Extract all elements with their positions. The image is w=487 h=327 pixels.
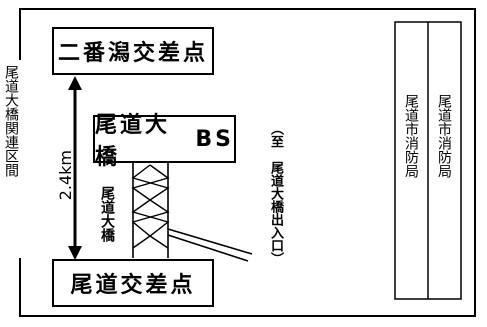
intersection-label-bottom: 尾道交差点	[70, 273, 196, 298]
bus-stop-label: 尾道大橋	[95, 113, 171, 170]
distance-label: 2.4km	[56, 150, 75, 201]
intersection-label-top: 二番潟交差点	[57, 41, 208, 66]
bridge-label: 尾道大橋	[99, 186, 115, 242]
bus-stop-suffix: BS	[195, 126, 234, 152]
exit-label: （至 尾道大橋出入口）	[268, 122, 283, 265]
section-label: 尾道大橋関連区間	[3, 65, 19, 177]
fire-dept-label-2: 尾道市消防局	[436, 94, 452, 178]
bus-stop-box: 尾道大橋 BS	[93, 113, 236, 170]
fire-dept-label-1: 尾道市消防局	[403, 94, 419, 178]
intersection-box-bottom: 尾道交差点	[52, 259, 214, 307]
intersection-box-top: 二番潟交差点	[52, 27, 214, 75]
